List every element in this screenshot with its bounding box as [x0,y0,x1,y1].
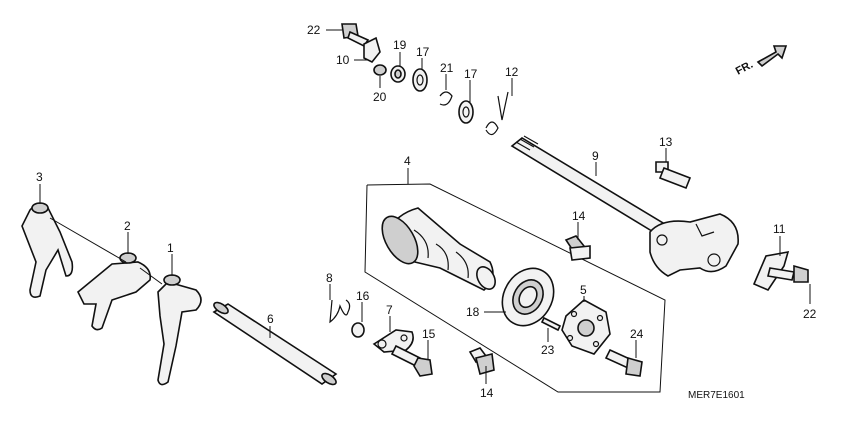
spring-12 [485,91,509,136]
callout-23: 23 [541,343,555,357]
shift-fork-2 [76,252,152,331]
callout-20: 20 [373,90,387,104]
shift-fork-3 [21,202,74,298]
front-direction-arrow: FR. [734,45,788,78]
bolt-22-right [767,264,809,283]
callout-9: 9 [592,149,599,163]
bolt-15 [390,344,433,377]
drum-cam-plate-5 [561,299,611,355]
callout-5: 5 [580,283,587,297]
callout-22-right: 22 [803,307,817,321]
callout-1: 1 [167,241,174,255]
washer-16 [351,322,365,338]
assembly-frame [364,183,666,393]
bolt-13 [655,161,692,190]
leader-lines [39,29,811,384]
callout-22-top: 22 [307,23,321,37]
callout-15: 15 [422,327,436,341]
drawing-code: MER7E1601 [688,390,745,401]
callout-12: 12 [505,65,519,79]
callout-21: 21 [440,61,454,75]
callout-11: 11 [773,222,786,236]
shift-fork-1 [157,274,202,386]
callout-19: 19 [393,38,407,52]
callout-18: 18 [466,305,480,319]
bolt-14-lower [468,347,495,375]
callout-7: 7 [386,303,393,317]
callout-10: 10 [336,53,350,67]
circlip-21 [439,91,453,106]
stopper-arm-7 [372,329,414,353]
callout-4: 4 [404,154,411,168]
gearshift-spindle-9 [510,135,739,277]
callout-17-lower: 17 [464,67,478,81]
shift-drum-4 [381,207,496,291]
bolt-22-top [341,23,370,48]
callout-14-lower: 14 [480,386,494,400]
direction-label: FR. [734,59,755,78]
callout-6: 6 [267,312,274,326]
callout-16: 16 [356,289,370,303]
fork-shaft-6 [212,301,338,386]
dowel-pin-23 [540,316,562,332]
callout-24: 24 [630,327,644,341]
callout-14-upper: 14 [572,209,586,223]
callout-labels: 3 2 1 4 5 6 7 8 9 10 11 12 13 14 14 15 1… [36,23,817,400]
callout-2: 2 [124,219,131,233]
callout-3: 3 [36,170,43,184]
callout-8: 8 [326,271,333,285]
return-spring-8 [329,299,351,324]
nut-20 [373,64,387,76]
bolt-14-upper [564,235,591,261]
washer-17-upper [412,68,428,92]
bearing-18 [501,267,555,327]
bolt-24 [604,348,643,377]
callout-17-upper: 17 [416,45,430,59]
callout-13: 13 [659,135,673,149]
washer-17-lower [458,100,474,124]
collar-19 [390,65,406,83]
plate-10 [363,36,381,64]
